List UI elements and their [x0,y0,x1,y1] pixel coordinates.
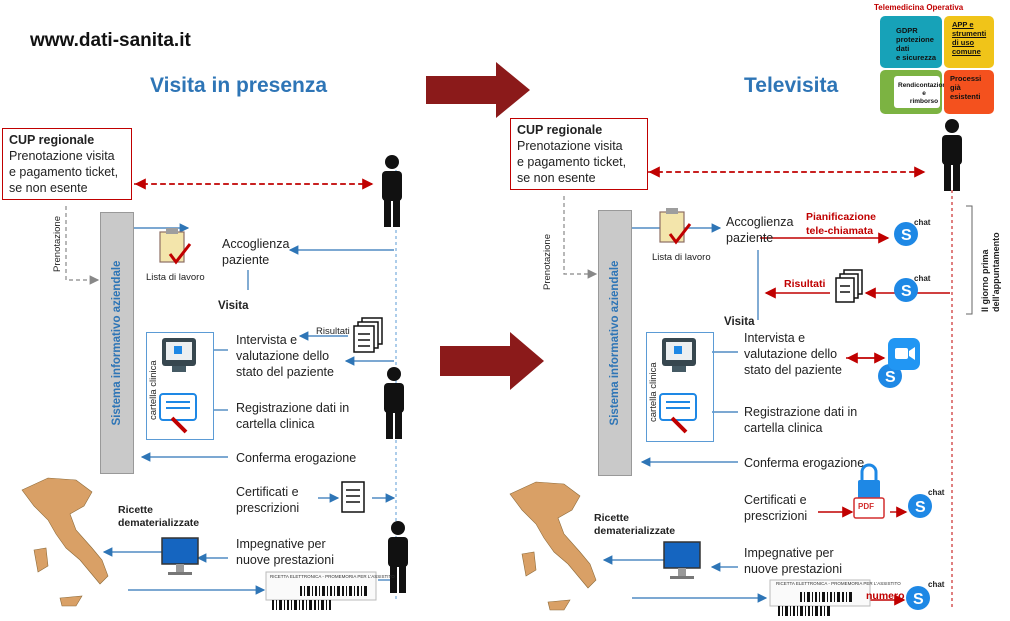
top-transition-arrow [426,62,530,118]
right-title: Televisita [744,74,839,97]
pdf-label: PDF [858,502,874,511]
svg-text:S: S [885,369,896,386]
cup-title-left: CUP regionale [9,133,95,147]
lock-pdf-icon [853,463,885,519]
chat-label-3: chat [928,488,945,497]
italy-map-left [21,477,109,607]
prenotazione-label-left: Prenotazione [52,216,63,272]
svg-text:S: S [913,591,924,608]
cup-box-right: CUP regionale Prenotazione visita e paga… [510,118,648,190]
results-docs-left [353,317,383,353]
conferma-left: Conferma erogazione [236,451,357,465]
monitor-left [161,537,199,575]
visita-left: Visita [218,300,249,312]
patient-figure-right [942,119,962,191]
cartella-clinica-right [646,332,714,442]
cartella-clinica-left [146,332,214,440]
conferma-right: Conferma erogazione [744,456,865,470]
cup-box-left: CUP regionale Prenotazione visita e paga… [2,128,132,200]
skype-icon-2: S [894,278,918,302]
chat-label-1: chat [914,218,931,227]
skype-icon-1: S [894,222,918,246]
cartella-label-left: cartella clinica [148,360,159,420]
sistema-informativo-left: Sistema informativo aziendale [100,212,134,474]
skype-icon-4: S [908,494,932,518]
prenotazione-label-right: Prenotazione [542,234,553,290]
chat-label-4: chat [928,580,945,589]
patient-figure-left-1 [382,155,402,227]
skype-icon-5: S [906,586,930,610]
receipt-label-right: RICETTA ELETTRONICA - PROMEMORIA PER L'A… [776,581,901,586]
middle-transition-arrow [440,332,544,390]
cartella-icons-left [159,338,197,434]
svg-text:S: S [915,499,926,516]
left-title: Visita in presenza [150,74,328,97]
numero-right: numero [866,590,905,602]
italy-map-right [509,481,597,611]
monitor-right [663,541,701,579]
svg-text:S: S [901,227,912,244]
clipboard-left [159,228,192,265]
patient-figure-left-2 [384,367,404,439]
results-docs-right [835,269,863,303]
cartella-label-right: cartella clinica [648,362,659,422]
chat-label-2: chat [914,274,931,283]
site-url[interactable]: www.dati-sanita.it [30,30,191,51]
prescription-doc-left [341,481,365,513]
puzzle-title: Telemedicina Operativa [874,3,964,12]
visita-right: Visita [724,316,755,328]
risultati-right: Risultati [784,278,826,290]
sistema-informativo-right: Sistema informativo aziendale [598,210,632,476]
patient-figure-left-3 [388,521,408,593]
risultati-left: Risultati [316,326,350,337]
cartella-icons-right [659,338,697,434]
clipboard-right [659,208,692,245]
receipt-right [769,579,871,616]
cup-title-right: CUP regionale [517,123,603,137]
lista-di-lavoro-right: Lista di lavoro [652,252,711,263]
receipt-left [265,571,377,610]
lista-di-lavoro-left: Lista di lavoro [146,272,205,283]
video-call-icon [888,338,920,370]
svg-text:S: S [901,283,912,300]
receipt-label-left: RICETTA ELETTRONICA - PROMEMORIA PER L'A… [270,574,395,579]
